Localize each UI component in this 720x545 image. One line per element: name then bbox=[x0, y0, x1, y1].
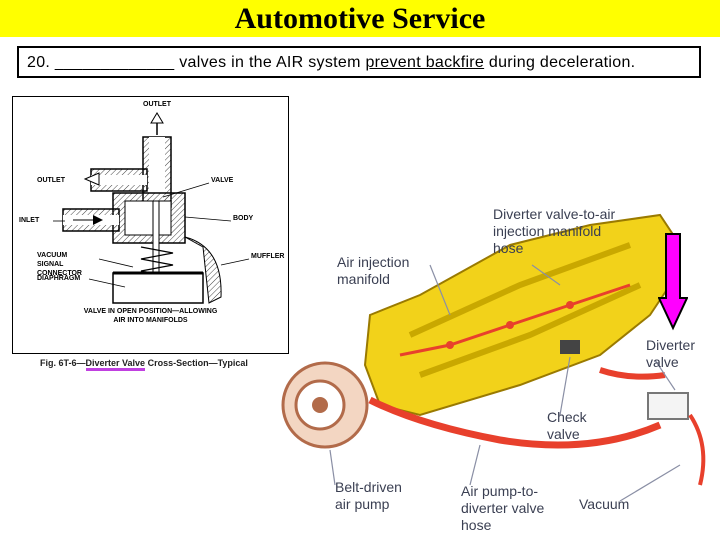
label-pump-hose: Air pump-to- diverter valve hose bbox=[461, 483, 544, 534]
label-air-injection-line1: Air injection bbox=[337, 254, 410, 270]
caption-highlight: Diverter Valve bbox=[85, 358, 146, 371]
diaphragm-housing bbox=[112, 272, 204, 304]
label-air-injection-line2: manifold bbox=[337, 271, 390, 287]
label-check-valve-line2: valve bbox=[547, 426, 580, 442]
label-air-pump: Belt-driven air pump bbox=[335, 479, 402, 513]
question-text-after: during deceleration. bbox=[484, 54, 636, 71]
label-diverter-valve: Diverter valve bbox=[646, 337, 695, 371]
diverter-valve-part bbox=[647, 392, 689, 420]
label-outlet-top: OUTLET bbox=[143, 101, 171, 108]
label-position-note: VALVE IN OPEN POSITION—ALLOWING AIR INTO… bbox=[13, 307, 288, 325]
slide-title: Automotive Service bbox=[234, 2, 486, 35]
label-valve: VALVE bbox=[211, 177, 234, 184]
label-muffler: MUFFLER bbox=[251, 253, 285, 260]
label-pump-hose-line2: diverter valve bbox=[461, 500, 545, 516]
label-diverter-hose: Diverter valve-to-air injection manifold… bbox=[493, 206, 615, 257]
engine-air-system-illustration bbox=[270, 185, 720, 540]
label-vacuum-signal-line2: SIGNAL bbox=[37, 261, 64, 268]
caption-prefix: Fig. 6T-6— bbox=[40, 358, 86, 368]
question-blank: _____________ bbox=[54, 54, 175, 71]
engine-drawing bbox=[281, 213, 706, 502]
question-underlined: prevent backfire bbox=[365, 54, 485, 71]
diverter-valve-cross-section-figure: OUTLET OUTLET VALVE INLET BODY VACUUM SI… bbox=[12, 96, 289, 354]
label-diverter-hose-line3: hose bbox=[493, 240, 524, 256]
label-vacuum-signal-line3: CONNECTOR bbox=[37, 270, 82, 277]
muffler bbox=[184, 236, 222, 304]
label-check-valve-line1: Check bbox=[547, 409, 587, 425]
label-diverter-hose-line2: injection manifold bbox=[493, 223, 602, 239]
label-air-pump-line2: air pump bbox=[335, 496, 390, 512]
pump-to-diverter-hose bbox=[368, 396, 662, 449]
label-air-pump-line1: Belt-driven bbox=[335, 479, 402, 495]
label-position-note-line2: AIR INTO MANIFOLDS bbox=[113, 317, 188, 324]
question-number: 20. bbox=[27, 54, 51, 71]
question-text-before: valves in the AIR system bbox=[174, 54, 366, 71]
label-diverter-valve-line1: Diverter bbox=[646, 337, 696, 353]
slide-title-bar: Automotive Service bbox=[0, 0, 720, 37]
label-vacuum-signal: VACUUM SIGNAL CONNECTOR bbox=[37, 251, 82, 278]
label-diverter-hose-line1: Diverter valve-to-air bbox=[493, 206, 616, 222]
label-position-note-line1: VALVE IN OPEN POSITION—ALLOWING bbox=[83, 308, 218, 315]
label-air-injection-manifold: Air injection manifold bbox=[337, 254, 409, 288]
question-box: 20. _____________ valves in the AIR syst… bbox=[17, 46, 701, 78]
label-vacuum-signal-line1: VACUUM bbox=[37, 252, 68, 259]
cross-section-drawing bbox=[53, 112, 250, 304]
label-diverter-valve-line2: valve bbox=[646, 354, 679, 370]
check-valve-part bbox=[560, 340, 580, 354]
label-outlet-side: OUTLET bbox=[37, 177, 65, 184]
figure-caption: Fig. 6T-6—Diverter Valve Cross-Section—T… bbox=[40, 358, 248, 371]
label-pump-hose-line3: hose bbox=[461, 517, 492, 533]
label-check-valve: Check valve bbox=[547, 409, 587, 443]
label-inlet: INLET bbox=[19, 217, 40, 224]
label-pump-hose-line1: Air pump-to- bbox=[461, 483, 539, 499]
magenta-down-arrow-icon bbox=[657, 232, 689, 332]
label-diaphragm: DIAPHRAGM bbox=[37, 275, 81, 282]
label-vacuum: Vacuum bbox=[579, 496, 630, 512]
caption-suffix: Cross-Section—Typical bbox=[145, 358, 248, 368]
label-body: BODY bbox=[233, 215, 254, 222]
